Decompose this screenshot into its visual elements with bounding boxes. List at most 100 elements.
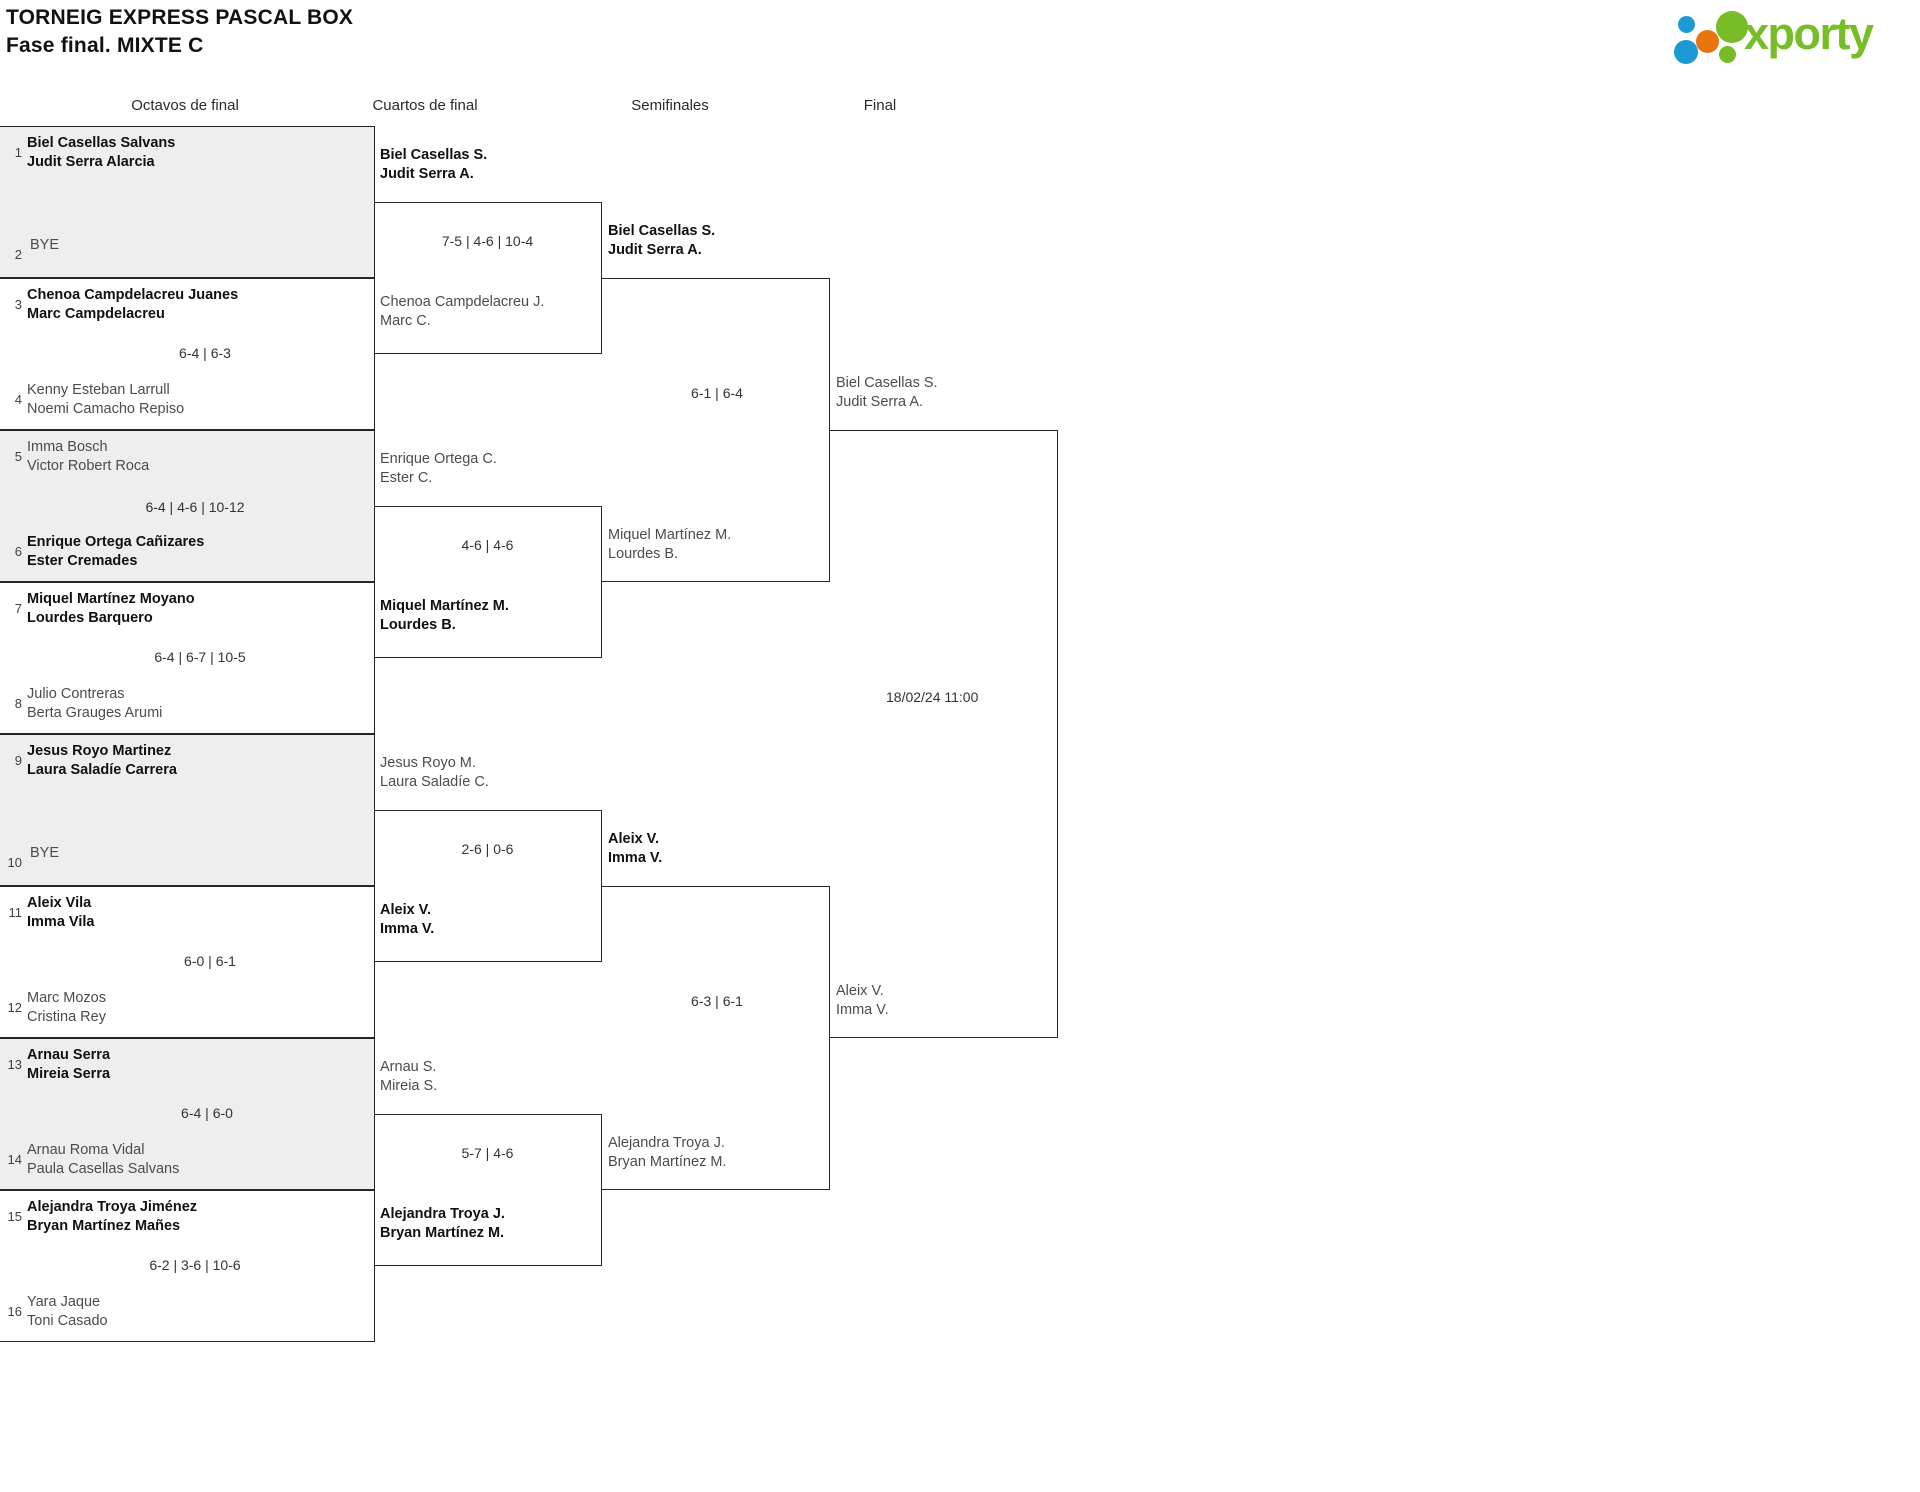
r3-m1-bottom-entry[interactable]: Miquel Martínez M. Lourdes B.	[608, 527, 732, 562]
r1-match-5[interactable]: 9 Jesus Royo Martinez Laura Saladíe Carr…	[0, 734, 375, 886]
final-date-time: 18/02/24 11:00	[886, 689, 979, 705]
r4-final-connector	[830, 430, 1058, 1038]
seed-number: 1	[14, 145, 22, 160]
r1-m7-bottom-slot[interactable]: 14 Arnau Roma Vidal Paula Casellas Salva…	[0, 1138, 375, 1184]
r2-match-3-connector	[375, 810, 602, 962]
logo-dots-icon	[1672, 6, 1758, 64]
r1-m7-top-slot[interactable]: 13 Arnau Serra Mireia Serra	[0, 1043, 375, 1089]
player-names: Aleix Vila Imma Vila	[27, 895, 95, 930]
r4-bottom-entry[interactable]: Aleix V. Imma V.	[836, 983, 889, 1018]
r2-m4-score: 5-7 | 4-6	[461, 1145, 514, 1161]
seed-number: 15	[7, 1209, 22, 1224]
r1-m4-score: 6-4 | 6-7 | 10-5	[154, 649, 246, 665]
logo-dot-green-large-icon	[1716, 11, 1748, 43]
r1-match-3[interactable]: 5 Imma Bosch Victor Robert Roca 6-4 | 4-…	[0, 430, 375, 582]
logo-dot-green-small-icon	[1719, 46, 1736, 63]
r2-m3-score: 2-6 | 0-6	[461, 841, 514, 857]
r1-m5-bottom-slot[interactable]: 10 BYE	[0, 841, 375, 887]
tournament-title: TORNEIG EXPRESS PASCAL BOX	[6, 6, 354, 29]
logo-dot-orange-icon	[1696, 30, 1719, 53]
seed-number: 13	[7, 1057, 22, 1072]
player-names: Arnau Serra Mireia Serra	[27, 1047, 111, 1082]
r1-match-1[interactable]: 1 Biel Casellas Salvans Judit Serra Alar…	[0, 126, 375, 278]
r1-match-6[interactable]: 11 Aleix Vila Imma Vila 6-0 | 6-1 12 Mar…	[0, 886, 375, 1038]
r3-m2-bottom-entry[interactable]: Alejandra Troya J. Bryan Martínez M.	[608, 1135, 727, 1170]
r1-m8-score: 6-2 | 3-6 | 10-6	[149, 1257, 241, 1273]
r2-m2-score: 4-6 | 4-6	[461, 537, 514, 553]
seed-number: 11	[8, 905, 23, 920]
r3-m1-top-entry[interactable]: Biel Casellas S. Judit Serra A.	[608, 223, 716, 258]
player-names: Imma Bosch Victor Robert Roca	[27, 439, 150, 474]
r2-match-4-connector	[375, 1114, 602, 1266]
logo-dot-blue-large-icon	[1674, 40, 1698, 64]
page-header: TORNEIG EXPRESS PASCAL BOX Fase final. M…	[0, 0, 1920, 72]
title-block: TORNEIG EXPRESS PASCAL BOX Fase final. M…	[6, 4, 353, 60]
r1-m1-bottom-slot[interactable]: 2 BYE	[0, 233, 375, 279]
r3-m2-top-entry[interactable]: Aleix V. Imma V.	[608, 831, 663, 866]
bye-label: BYE	[30, 237, 60, 253]
player-names: Enrique Ortega Cañizares Ester Cremades	[27, 534, 205, 569]
seed-number: 3	[14, 297, 22, 312]
player-names: Jesus Royo Martinez Laura Saladíe Carrer…	[27, 743, 177, 778]
round-header-final: Final	[863, 97, 897, 114]
r2-m1-score: 7-5 | 4-6 | 10-4	[441, 233, 534, 249]
logo-dot-blue-small-icon	[1678, 16, 1695, 33]
r2-m4-top-entry[interactable]: Arnau S. Mireia S.	[380, 1059, 438, 1094]
r1-m4-top-slot[interactable]: 7 Miquel Martínez Moyano Lourdes Barquer…	[0, 587, 375, 633]
player-names: Biel Casellas Salvans Judit Serra Alarci…	[27, 135, 176, 170]
seed-number: 9	[14, 753, 22, 768]
logo-wordmark: xporty	[1744, 8, 1874, 59]
r1-m5-top-slot[interactable]: 9 Jesus Royo Martinez Laura Saladíe Carr…	[0, 739, 375, 785]
r2-m2-top-entry[interactable]: Enrique Ortega C. Ester C.	[380, 451, 497, 486]
bye-label: BYE	[30, 845, 60, 861]
player-names: Alejandra Troya Jiménez Bryan Martínez M…	[27, 1199, 198, 1234]
r2-match-2-connector	[375, 506, 602, 658]
seed-number: 14	[7, 1152, 22, 1167]
r2-m3-top-entry[interactable]: Jesus Royo M. Laura Saladíe C.	[380, 755, 489, 790]
tournament-phase: Fase final. MIXTE C	[6, 34, 204, 57]
seed-number: 10	[7, 855, 22, 870]
player-names: Yara Jaque Toni Casado	[27, 1294, 108, 1329]
seed-number: 5	[14, 449, 22, 464]
player-names: Julio Contreras Berta Grauges Arumi	[27, 686, 163, 721]
seed-number: 12	[7, 1000, 22, 1015]
r3-m2-score: 6-3 | 6-1	[691, 993, 743, 1009]
r2-m4-bottom-entry[interactable]: Alejandra Troya J. Bryan Martínez M.	[380, 1206, 505, 1241]
player-names: Marc Mozos Cristina Rey	[27, 990, 106, 1025]
r1-match-7[interactable]: 13 Arnau Serra Mireia Serra 6-4 | 6-0 14…	[0, 1038, 375, 1190]
r1-m3-score: 6-4 | 4-6 | 10-12	[145, 499, 245, 515]
xporty-logo[interactable]: xporty	[1672, 6, 1902, 64]
r1-m3-top-slot[interactable]: 5 Imma Bosch Victor Robert Roca	[0, 435, 375, 481]
seed-number: 8	[14, 696, 22, 711]
round-header-cuartos: Cuartos de final	[372, 97, 478, 114]
r2-m1-bottom-entry[interactable]: Chenoa Campdelacreu J. Marc C.	[380, 294, 545, 329]
r4-top-entry[interactable]: Biel Casellas S. Judit Serra A.	[836, 375, 938, 410]
r1-m6-top-slot[interactable]: 11 Aleix Vila Imma Vila	[0, 891, 375, 937]
seed-number: 4	[14, 392, 22, 407]
seed-number: 7	[14, 601, 22, 616]
r2-m3-bottom-entry[interactable]: Aleix V. Imma V.	[380, 902, 435, 937]
r3-match-1-connector	[602, 278, 830, 582]
r1-m3-bottom-slot[interactable]: 6 Enrique Ortega Cañizares Ester Cremade…	[0, 530, 375, 576]
r1-m4-bottom-slot[interactable]: 8 Julio Contreras Berta Grauges Arumi	[0, 682, 375, 728]
r1-m8-top-slot[interactable]: 15 Alejandra Troya Jiménez Bryan Martíne…	[0, 1195, 375, 1241]
r1-m8-bottom-slot[interactable]: 16 Yara Jaque Toni Casado	[0, 1290, 375, 1336]
round-header-octavos: Octavos de final	[131, 97, 239, 114]
r3-match-2-connector	[602, 886, 830, 1190]
r1-m2-bottom-slot[interactable]: 4 Kenny Esteban Larrull Noemi Camacho Re…	[0, 378, 375, 424]
r1-m2-score: 6-4 | 6-3	[179, 345, 231, 361]
player-names: Miquel Martínez Moyano Lourdes Barquero	[27, 591, 195, 626]
r1-m1-top-slot[interactable]: 1 Biel Casellas Salvans Judit Serra Alar…	[0, 131, 375, 177]
r1-m7-score: 6-4 | 6-0	[181, 1105, 233, 1121]
r1-match-2[interactable]: 3 Chenoa Campdelacreu Juanes Marc Campde…	[0, 278, 375, 430]
r1-m2-top-slot[interactable]: 3 Chenoa Campdelacreu Juanes Marc Campde…	[0, 283, 375, 329]
r2-m1-top-entry[interactable]: Biel Casellas S. Judit Serra A.	[380, 147, 488, 182]
player-names: Chenoa Campdelacreu Juanes Marc Campdela…	[27, 287, 239, 322]
seed-number: 16	[7, 1304, 22, 1319]
r1-match-8[interactable]: 15 Alejandra Troya Jiménez Bryan Martíne…	[0, 1190, 375, 1342]
r2-m2-bottom-entry[interactable]: Miquel Martínez M. Lourdes B.	[380, 598, 509, 633]
r1-m6-bottom-slot[interactable]: 12 Marc Mozos Cristina Rey	[0, 986, 375, 1032]
r1-match-4[interactable]: 7 Miquel Martínez Moyano Lourdes Barquer…	[0, 582, 375, 734]
player-names: Arnau Roma Vidal Paula Casellas Salvans	[27, 1142, 180, 1177]
